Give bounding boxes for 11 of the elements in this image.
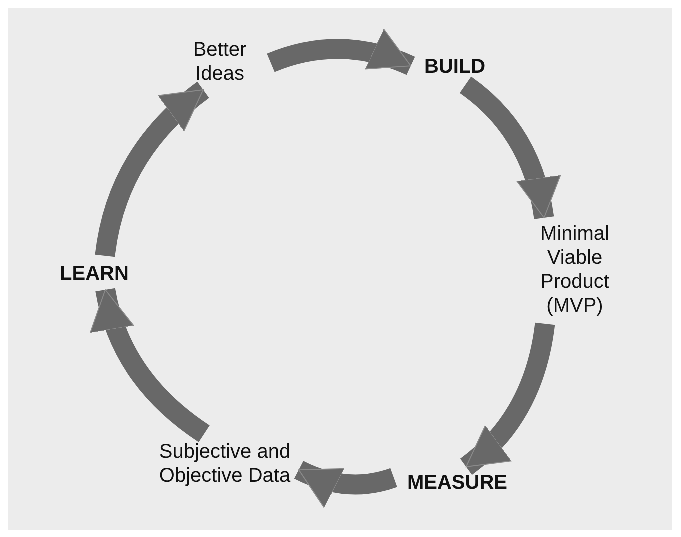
curved-arrow (267, 30, 415, 76)
step-label: Better Ideas (175, 38, 265, 86)
curved-arrow (460, 322, 556, 475)
step-label: LEARN (52, 262, 137, 286)
curved-arrow (460, 76, 560, 220)
step-label: MEASURE (400, 471, 515, 495)
step-label: BUILD (415, 55, 495, 79)
curved-arrow (95, 82, 210, 258)
curved-arrow (91, 288, 210, 442)
step-label: Subjective and Objective Data (155, 440, 295, 488)
step-label: Minimal Viable Product (MVP) (525, 222, 625, 318)
